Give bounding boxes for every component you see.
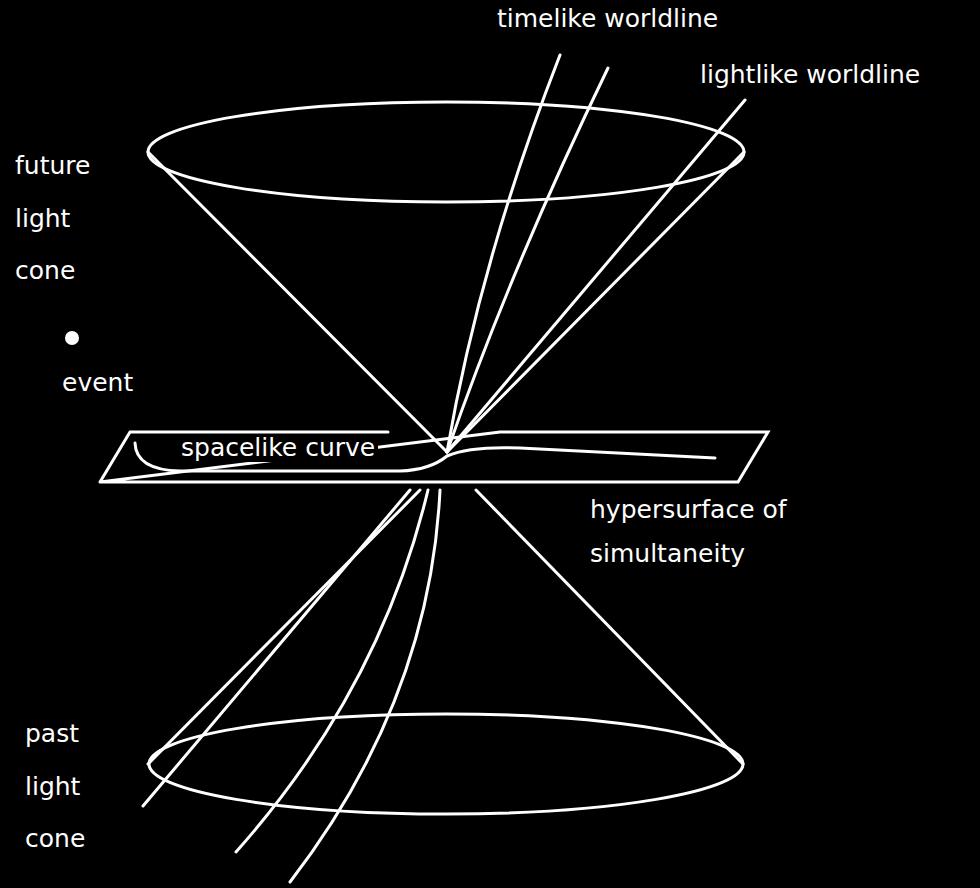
cone-label: past light cone [25,708,85,866]
worldline-label: timelike worldline [497,4,718,34]
past-cone-edge [148,490,420,764]
event-label: event [62,368,133,398]
curve-label: spacelike curve [178,434,378,462]
timelike-worldline [447,55,560,452]
timelike-worldline [290,490,440,882]
simultaneity-plane [100,432,768,482]
future-cone-rim [148,102,744,202]
past-cone-edge [476,490,743,764]
timelike-worldline [236,490,428,852]
past-cone-rim [149,714,743,814]
cone-label: future light cone [15,140,90,298]
future-cone-edge [447,152,744,452]
lightlike-worldline [447,100,745,452]
future-cone-edge [148,152,447,452]
event-dot [65,331,79,345]
worldline-label: lightlike worldline [700,60,920,90]
plane-label: hypersurface of simultaneity [590,488,860,576]
timelike-worldline [447,68,608,452]
